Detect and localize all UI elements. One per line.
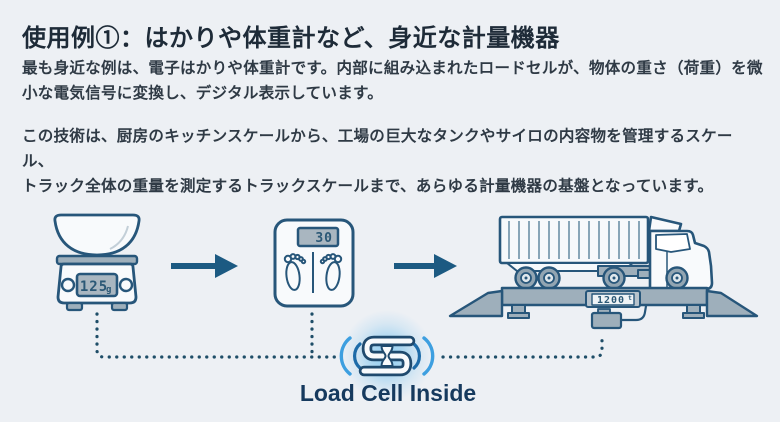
bathroom-scale-reading: 30 xyxy=(315,231,333,246)
load-cell-icon xyxy=(358,335,416,377)
truck-scale-illustration xyxy=(448,215,759,330)
load-cell-diagram: 125 g xyxy=(53,213,759,406)
weighbridge-display-screen xyxy=(591,293,635,306)
weighbridge-pedestal-right xyxy=(682,304,705,319)
kitchen-scale-foot-left xyxy=(65,301,84,312)
kitchen-scale-illustration xyxy=(53,213,141,312)
footprint-right-icon xyxy=(319,253,343,291)
flow-arrow-2 xyxy=(394,254,457,278)
dotted-connectors xyxy=(95,312,604,359)
dotted-connector-truck xyxy=(441,332,604,359)
kitchen-scale-bowl xyxy=(53,213,141,257)
kitchen-scale-reading-unit: g xyxy=(106,285,112,295)
weighbridge-ramp-right xyxy=(705,289,759,318)
kitchen-scale-button-right xyxy=(118,277,134,293)
kitchen-scale-bowl-highlight xyxy=(109,225,129,250)
kitchen-scale-reading: 125 xyxy=(80,279,108,295)
dotted-connector-kitchen xyxy=(95,312,339,359)
bathroom-scale-display xyxy=(296,226,340,248)
truck-scale-reading-unit: t xyxy=(628,294,633,302)
load-cell-strain-element xyxy=(380,345,394,367)
flow-arrow-1 xyxy=(171,254,238,278)
truck-container xyxy=(498,215,650,265)
load-cell-cable xyxy=(621,305,648,322)
applications-line-2: トラック全体の重量を測定するトラックスケールまで、あらゆる計量機器の基盤となって… xyxy=(22,178,714,195)
load-cell-caption: Load Cell Inside xyxy=(300,380,476,406)
weighbridge-pedestal-left xyxy=(507,304,530,319)
truck-cab-window xyxy=(655,233,691,253)
applications-paragraph: この技術は、厨房のキッチンスケールから、工場の巨大なタンクやサイロの内容物を管理… xyxy=(22,124,764,199)
weighbridge-ramp-left xyxy=(448,289,504,318)
bathroom-scale-illustration xyxy=(273,218,355,308)
intro-line-2: 小な電気信号に変換し、デジタル表示しています。 xyxy=(22,85,384,102)
truck-cab-deflector xyxy=(647,215,683,233)
page-title: 使用例①：はかりや体重計など、身近な計量機器 xyxy=(22,25,560,52)
signal-waves-left-icon xyxy=(339,336,362,376)
signal-waves-right-icon xyxy=(412,336,435,376)
truck-wheels xyxy=(514,266,689,290)
kitchen-scale-button-left xyxy=(60,277,76,293)
footprint-left-icon xyxy=(283,253,307,291)
truck-scale-reading: 1200 xyxy=(597,295,625,306)
kitchen-scale-foot-right xyxy=(110,301,129,312)
load-cell-box xyxy=(590,311,623,330)
truck-container-ribs xyxy=(508,221,640,259)
kitchen-scale-display xyxy=(75,272,119,298)
applications-line-1: この技術は、厨房のキッチンスケールから、工場の巨大なタンクやサイロの内容物を管理… xyxy=(22,128,733,170)
intro-line-1: 最も身近な例は、電子はかりや体重計です。内部に組み込まれたロードセルが、物体の重… xyxy=(22,60,763,77)
intro-paragraph: 最も身近な例は、電子はかりや体重計です。内部に組み込まれたロードセルが、物体の重… xyxy=(22,56,764,106)
